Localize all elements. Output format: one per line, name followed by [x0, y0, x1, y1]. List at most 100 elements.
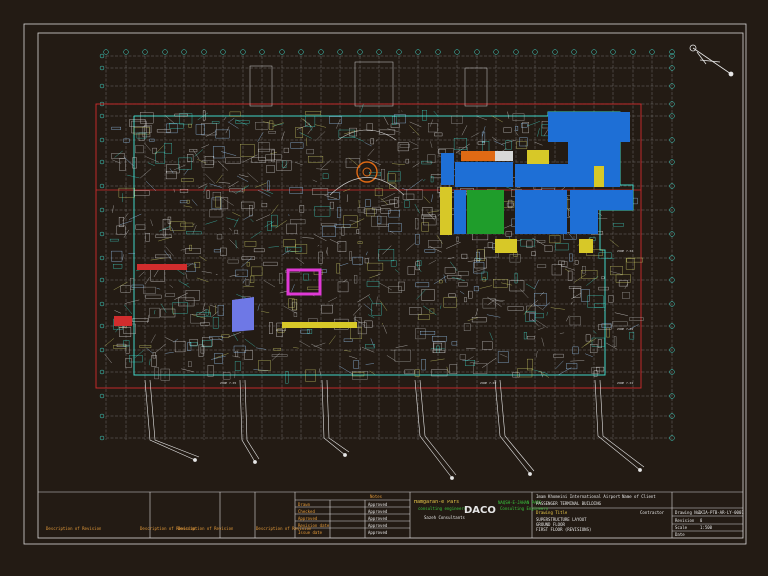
plan-room — [415, 218, 419, 230]
plan-line — [479, 285, 492, 289]
plan-room — [111, 126, 121, 130]
boarding-bridge — [414, 379, 453, 479]
boarding-bridge — [494, 379, 531, 475]
plan-room — [290, 142, 304, 149]
grid-bubble-top — [103, 49, 109, 55]
plan-room — [213, 146, 225, 159]
plan-room — [404, 369, 415, 375]
plan-line — [489, 299, 505, 301]
plan-line — [339, 263, 349, 267]
plan-room — [582, 266, 586, 274]
plan-line — [343, 188, 351, 192]
plan-room — [299, 205, 305, 213]
plan-room — [255, 122, 269, 130]
plan-room — [265, 154, 282, 160]
plan-room — [374, 188, 383, 196]
outer-frame — [23, 23, 747, 545]
plan-room — [336, 263, 340, 274]
room-yellow-3 — [440, 187, 452, 235]
plan-line — [241, 257, 252, 268]
plan-line — [286, 246, 289, 254]
plan-room — [283, 147, 289, 153]
plan-room — [142, 126, 151, 138]
room-red-2 — [114, 316, 132, 326]
plan-room — [473, 286, 479, 292]
plan-line — [405, 242, 416, 251]
plan-room — [525, 311, 536, 322]
plan-room — [544, 245, 553, 252]
plan-line — [559, 332, 565, 334]
grid-bubble-top — [474, 49, 480, 55]
plan-room — [337, 281, 349, 293]
contractor-label: Contractor — [640, 510, 665, 515]
plan-line — [205, 173, 216, 184]
plan-room — [145, 294, 162, 299]
plan-line — [171, 227, 174, 233]
plan-line — [191, 199, 198, 206]
plan-room — [509, 254, 521, 263]
boarding-bridge-edge — [244, 379, 260, 460]
plan-room — [300, 329, 310, 334]
grid-bubble-right — [669, 113, 675, 119]
plan-line — [209, 304, 218, 308]
room-orange — [461, 151, 495, 161]
plan-room — [365, 344, 375, 349]
room-white — [495, 151, 513, 161]
plan-room — [549, 235, 561, 244]
drawing-no: IKIA-PTB-AR-LY-0001 — [698, 510, 744, 515]
grid-bubble-top — [298, 49, 304, 55]
room-yellow-5 — [579, 239, 593, 253]
plan-room — [394, 349, 411, 362]
plan-line — [535, 319, 548, 329]
plan-room — [233, 345, 246, 353]
plan-line — [532, 237, 546, 247]
grid-bubble-left — [99, 53, 105, 59]
plan-line — [197, 159, 207, 164]
plan-line — [192, 223, 196, 225]
plan-line — [192, 224, 197, 234]
plan-room — [370, 138, 374, 145]
plan-line — [197, 112, 209, 121]
plan-line — [592, 330, 597, 334]
plan-room — [269, 120, 274, 130]
plan-room — [213, 249, 221, 253]
room-blue-4 — [455, 162, 513, 187]
plan-line — [185, 272, 188, 280]
grid-bubble-right — [669, 207, 675, 213]
plan-room — [215, 129, 230, 139]
plan-room — [235, 269, 248, 277]
plan-line — [290, 250, 299, 252]
plan-room — [433, 341, 446, 353]
plan-room — [111, 153, 125, 159]
plan-line — [566, 315, 570, 322]
plan-line — [262, 121, 276, 125]
plan-line — [412, 148, 419, 150]
plan-line — [329, 239, 340, 244]
plan-room — [516, 141, 528, 149]
grid-bubble-left — [99, 207, 105, 213]
plan-room — [267, 221, 272, 231]
plan-line — [255, 214, 271, 221]
plan-room — [111, 250, 123, 262]
plan-room — [415, 234, 420, 245]
plan-room — [202, 110, 206, 121]
drawing-no-label: Drawing No. — [675, 510, 702, 515]
plan-room — [271, 214, 278, 228]
plan-room — [227, 259, 239, 264]
plan-room — [468, 290, 473, 299]
plan-line — [123, 229, 130, 238]
plan-line — [145, 180, 157, 192]
plan-line — [216, 174, 223, 184]
plan-line — [160, 303, 167, 313]
plan-line — [217, 337, 223, 342]
grid-bubble-right — [669, 101, 675, 107]
plan-line — [225, 126, 230, 134]
plan-line — [628, 324, 639, 331]
plan-room — [429, 308, 435, 314]
plan-room — [166, 123, 178, 134]
plan-room — [390, 123, 400, 128]
drawing-title: PASSENGER TERMINAL BUILDING — [536, 501, 602, 506]
plan-room — [167, 216, 172, 224]
plan-room — [204, 156, 215, 165]
consultant-subtitle: consulting engineers — [418, 506, 467, 511]
